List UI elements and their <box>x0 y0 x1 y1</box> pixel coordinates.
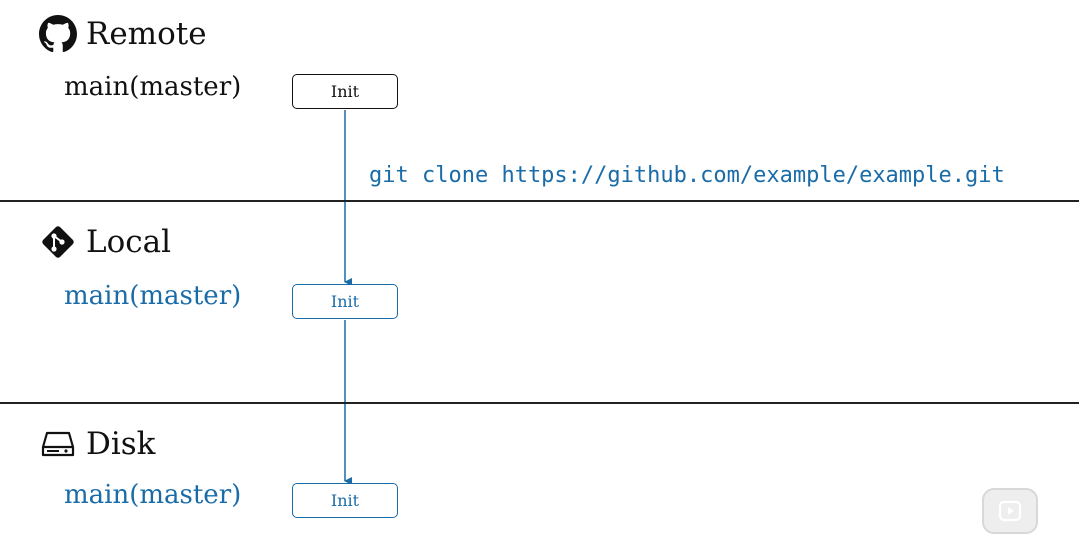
git-icon <box>38 222 78 262</box>
remote-branch-label: main(master) <box>64 72 242 102</box>
local-commit-init: Init <box>292 284 398 319</box>
local-title: Local <box>86 224 172 260</box>
remote-commit-init: Init <box>292 74 398 109</box>
remote-title: Remote <box>86 16 207 52</box>
disk-branch-label: main(master) <box>64 480 242 510</box>
local-branch-label: main(master) <box>64 281 242 311</box>
disk-title: Disk <box>86 426 156 462</box>
hard-drive-icon <box>38 424 78 464</box>
disk-section-title: Disk <box>38 424 155 464</box>
play-icon[interactable] <box>982 488 1038 534</box>
local-disk-divider <box>0 402 1079 404</box>
disk-commit-init: Init <box>292 483 398 518</box>
remote-section-title: Remote <box>38 14 207 54</box>
github-icon <box>38 14 78 54</box>
git-clone-command: git clone https://github.com/example/exa… <box>369 163 1005 188</box>
remote-local-divider <box>0 200 1079 202</box>
local-section-title: Local <box>38 222 171 262</box>
